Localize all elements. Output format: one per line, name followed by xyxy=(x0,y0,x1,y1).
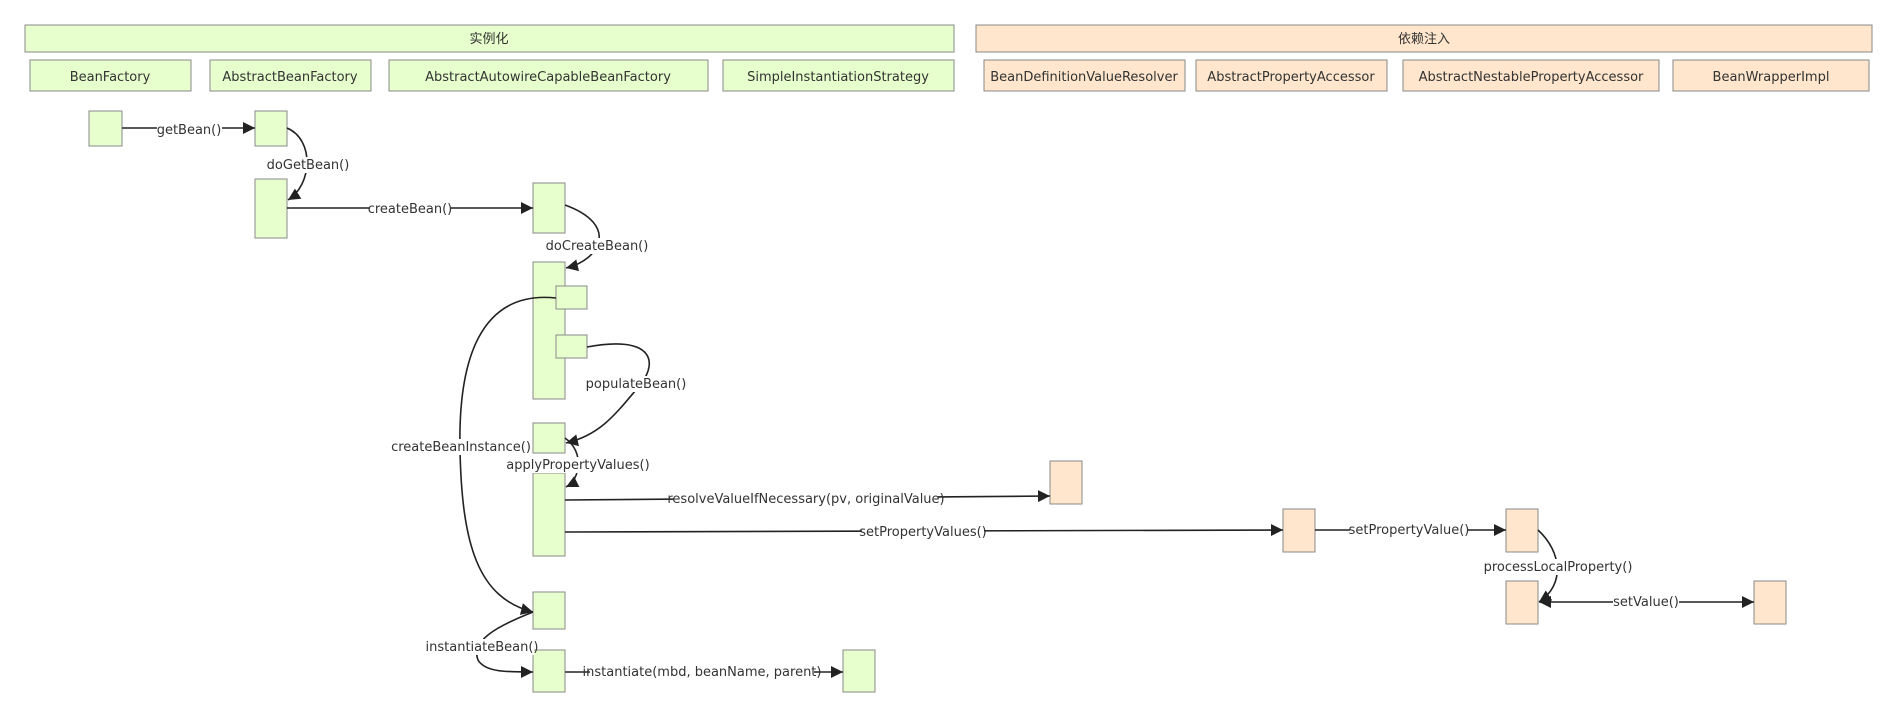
class-abstract-nestable-property-accessor: AbstractNestablePropertyAccessor xyxy=(1402,59,1660,92)
activation-box xyxy=(532,472,566,557)
activation-box xyxy=(1505,508,1539,553)
call-label-apply-property-values: applyPropertyValues() xyxy=(506,458,649,473)
group-header-instantiation: 实例化 xyxy=(24,24,955,53)
activation-box xyxy=(555,334,588,359)
class-label: BeanDefinitionValueResolver xyxy=(990,70,1178,85)
class-label: BeanFactory xyxy=(70,70,151,85)
call-label-instantiate: instantiate(mbd, beanName, parent) xyxy=(583,665,822,680)
call-label-create-bean-instance: createBeanInstance() xyxy=(391,440,531,455)
class-label: AbstractNestablePropertyAccessor xyxy=(1419,70,1644,85)
activation-box xyxy=(1505,580,1539,625)
class-label: AbstractAutowireCapableBeanFactory xyxy=(425,70,671,85)
class-simple-instantiation-strategy: SimpleInstantiationStrategy xyxy=(722,59,955,92)
activation-box xyxy=(1282,508,1316,553)
activation-box xyxy=(1753,580,1787,625)
arrow-do-create-bean xyxy=(564,204,600,272)
call-label-set-property-value: setPropertyValue() xyxy=(1349,523,1470,538)
class-bean-wrapper-impl: BeanWrapperImpl xyxy=(1672,59,1870,92)
class-label: BeanWrapperImpl xyxy=(1713,70,1830,85)
activation-box xyxy=(532,649,566,693)
activation-box xyxy=(88,110,123,147)
call-label-create-bean: createBean() xyxy=(368,202,453,217)
activation-box xyxy=(254,178,288,239)
call-labels: getBean() doGetBean() createBean() doCre… xyxy=(157,121,1679,680)
class-bean-factory: BeanFactory xyxy=(29,59,192,92)
call-label-populate-bean: populateBean() xyxy=(586,377,687,392)
call-label-instantiate-bean: instantiateBean() xyxy=(426,640,539,655)
call-label-get-bean: getBean() xyxy=(157,123,222,138)
activation-box xyxy=(555,285,588,310)
arrow-populate-bean xyxy=(565,343,650,447)
call-label-resolve-value: resolveValueIfNecessary(pv, originalValu… xyxy=(667,492,944,507)
class-label: SimpleInstantiationStrategy xyxy=(747,70,929,85)
activation-box xyxy=(1049,460,1083,505)
arrow-instantiate-bean xyxy=(475,611,534,678)
class-label: AbstractBeanFactory xyxy=(222,70,357,85)
call-label-process-local-property: processLocalProperty() xyxy=(1484,560,1633,575)
group-header-injection: 依赖注入 xyxy=(975,24,1873,53)
activation-box xyxy=(842,649,876,693)
class-bean-definition-value-resolver: BeanDefinitionValueResolver xyxy=(983,59,1186,92)
activation-box xyxy=(532,591,566,630)
call-label-do-get-bean: doGetBean() xyxy=(267,158,350,173)
class-label: AbstractPropertyAccessor xyxy=(1207,70,1375,85)
class-abstract-autowire-capable-bean-factory: AbstractAutowireCapableBeanFactory xyxy=(388,59,709,92)
activation-box xyxy=(254,110,288,147)
call-label-do-create-bean: doCreateBean() xyxy=(546,239,649,254)
group-label-injection: 依赖注入 xyxy=(1398,32,1450,47)
class-abstract-bean-factory: AbstractBeanFactory xyxy=(209,59,372,92)
class-abstract-property-accessor: AbstractPropertyAccessor xyxy=(1195,59,1388,92)
call-label-set-value: setValue() xyxy=(1613,595,1679,610)
activation-box xyxy=(532,422,566,454)
group-label-instantiation: 实例化 xyxy=(469,32,508,47)
activation-box xyxy=(532,182,566,234)
call-label-set-property-values: setPropertyValues() xyxy=(859,525,987,540)
activation-box xyxy=(532,261,566,400)
